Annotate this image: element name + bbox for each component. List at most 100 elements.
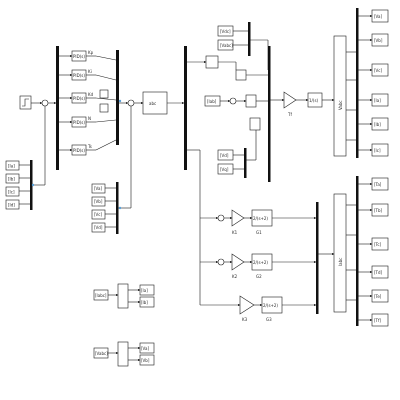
top-right-tag-1: [Va] (374, 14, 382, 19)
goto-tag-bottom-5[interactable] (371, 289, 389, 303)
gain-triangle-1[interactable] (231, 209, 245, 227)
top-right-tag-4: [Ia] (374, 98, 381, 103)
goto-tag-bottom-1[interactable] (371, 177, 389, 191)
from-tag-mid-4[interactable] (91, 222, 106, 233)
mult-block-1[interactable] (235, 69, 247, 81)
goto-tag-lower-2a[interactable] (139, 342, 155, 354)
goto-tag-lower-1a[interactable] (139, 284, 155, 296)
from-tag-mid-2[interactable] (91, 196, 106, 207)
gain-triangle-3[interactable] (239, 295, 255, 315)
filter-label-2: G2 (256, 274, 262, 279)
tag-left-text-2: [Ib] (8, 177, 15, 182)
step-source-block[interactable] (19, 95, 32, 110)
bus-creator-left-small[interactable] (30, 160, 33, 210)
pid-text-5: PID(s) (73, 148, 85, 153)
goto-tag-bottom-4[interactable] (371, 265, 389, 279)
mult-block-2[interactable] (245, 94, 257, 108)
goto-tag-top-1[interactable] (371, 9, 389, 23)
from-tag-mid-1[interactable] (91, 183, 106, 194)
demux-bottom[interactable] (333, 193, 347, 313)
goto-tag-top-4[interactable] (371, 93, 389, 107)
mid-tags-group (91, 130, 132, 234)
bus-main[interactable] (184, 46, 187, 170)
lower-out-text-2b: [Vb] (141, 358, 150, 363)
low-mid-tag-text-2: [Vq] (220, 167, 229, 172)
sum-junction-5[interactable] (217, 258, 225, 266)
demux-top[interactable] (333, 35, 347, 157)
from-tag-mid-3[interactable] (91, 209, 106, 220)
step-icon (22, 98, 29, 107)
bus-creator-top[interactable] (248, 22, 251, 56)
bus-creator-2[interactable] (116, 50, 119, 145)
gain-triangle-top[interactable] (283, 91, 297, 109)
from-tag-left-3[interactable] (5, 186, 20, 197)
goto-tag-top-5[interactable] (371, 117, 389, 131)
pid-out-1: Kp (88, 50, 94, 55)
tag-left-text-4: [Id] (8, 203, 15, 208)
low-mid-tag-text-1: [Vd] (220, 153, 229, 158)
transfer-label-text: Tf (287, 112, 292, 117)
lower-out-text-1b: [Ib] (141, 300, 148, 305)
gain-label-2: K2 (232, 274, 238, 279)
tag-mid-text-3: [Vc] (94, 212, 102, 217)
top-right-tag-5: [Ib] (374, 122, 381, 127)
filter-label-1: G1 (256, 230, 262, 235)
tag-mid-text-4: [Vd] (94, 225, 103, 230)
gain-block-mid-1[interactable] (99, 89, 109, 99)
bus-creator-1[interactable] (56, 46, 59, 170)
from-tag-left-2[interactable] (5, 173, 20, 184)
top-right-tag-3: [Vc] (374, 68, 382, 73)
bottom-right-tag-3: [Tc] (374, 242, 382, 247)
sum-junction-1[interactable] (41, 99, 49, 107)
bus-creator-mid-lower[interactable] (244, 148, 247, 178)
bus-right-bottom-in[interactable] (316, 202, 319, 314)
goto-tag-bottom-6[interactable] (371, 313, 389, 327)
bottom-right-tag-1: [Ta] (374, 182, 382, 187)
bus-right-top-out[interactable] (356, 8, 359, 158)
sum-junction-3[interactable] (229, 97, 237, 105)
demux-bottom-label: Iabc (338, 258, 343, 266)
lower-in-text-2: [Vabc] (95, 351, 108, 356)
tag-mid-text-2: [Vb] (94, 199, 103, 204)
lower-out-text-1a: [Ia] (141, 288, 148, 293)
bus-creator-mid-small[interactable] (116, 182, 119, 234)
pid-out-5: Ts (87, 144, 92, 149)
demux-lower-1[interactable] (117, 283, 129, 309)
goto-tag-bottom-3[interactable] (371, 237, 389, 251)
bus-right-top[interactable] (268, 46, 271, 182)
goto-tag-bottom-2[interactable] (371, 203, 389, 217)
mult-block-3[interactable] (249, 117, 261, 131)
tag-left-text-3: [Ic] (8, 190, 15, 195)
top-tag-text-2: [Vabc] (220, 43, 233, 48)
pid-out-4: N (88, 116, 91, 121)
from-tag-left-1[interactable] (5, 160, 20, 171)
product-block-1[interactable] (205, 55, 219, 69)
bottom-right-tag-5: [Te] (374, 294, 382, 299)
filter-label-3: G3 (266, 317, 272, 322)
sum-junction-2[interactable] (127, 99, 135, 107)
pid-stack (59, 50, 96, 156)
connector-dot-2 (118, 99, 122, 103)
gain-block-mid-2[interactable] (99, 103, 109, 113)
bus-right-bottom-out[interactable] (356, 176, 359, 326)
gain-triangle-2[interactable] (231, 253, 245, 271)
demux-lower-2[interactable] (117, 341, 129, 367)
tag-mid-text-1: [Va] (94, 186, 102, 191)
from-tag-left-4[interactable] (5, 199, 20, 210)
transfer-fcn-text: 1/(s) (309, 98, 319, 103)
sum-junction-4[interactable] (217, 214, 225, 222)
goto-tag-top-2[interactable] (371, 33, 389, 47)
lower-left-group-1 (93, 283, 155, 309)
goto-tag-lower-2b[interactable] (139, 354, 155, 366)
bottom-right-tag-2: [Tb] (374, 208, 383, 213)
tag-left-text-1: [Ia] (8, 164, 15, 169)
pid-out-2: Ki (88, 69, 92, 74)
bottom-right-tag-6: [Tf] (374, 318, 381, 323)
pid-out-3: Kd (88, 92, 94, 97)
pid-text-1: PID(s) (73, 54, 85, 59)
goto-tag-lower-1b[interactable] (139, 296, 155, 308)
goto-tag-top-3[interactable] (371, 63, 389, 77)
bottom-right-tag-4: [Td] (374, 270, 383, 275)
goto-tag-top-6[interactable] (371, 143, 389, 157)
